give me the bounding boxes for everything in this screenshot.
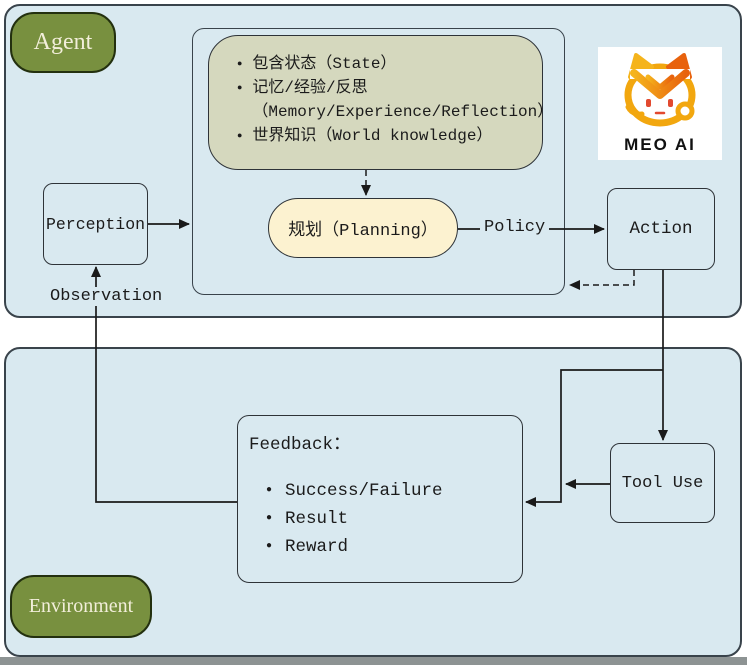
perception-node: Perception — [43, 183, 148, 265]
memory-item-text: 世界知识（World knowledge） — [252, 127, 493, 145]
tool-use-label: Tool Use — [621, 473, 704, 493]
planning-node: 规划（Planning） — [268, 198, 458, 258]
planning-label: 规划（Planning） — [288, 222, 438, 241]
feedback-item: Reward — [244, 533, 512, 561]
memory-item: 记忆/经验/反思（Memory/Experience/Reflection） — [231, 76, 553, 124]
bottom-gray-bar — [0, 657, 747, 665]
feedback-node: Feedback： Success/Failure Result Reward — [237, 415, 523, 583]
environment-badge: Environment — [10, 575, 152, 638]
agent-state-memory-box: 包含状态（State） 记忆/经验/反思（Memory/Experience/R… — [208, 35, 553, 170]
feedback-item-text: Result — [285, 509, 349, 529]
agent-badge-label: Agent — [33, 29, 93, 55]
logo-wordmark: MEO AI — [624, 135, 696, 154]
agent-badge: Agent — [10, 12, 116, 73]
feedback-item: Success/Failure — [244, 477, 512, 505]
memory-item-text: 记忆/经验/反思（Memory/Experience/Reflection） — [252, 79, 554, 121]
memory-item: 包含状态（State） — [231, 52, 528, 76]
feedback-item: Result — [244, 505, 512, 533]
meo-ai-logo: MEO AI — [598, 47, 722, 160]
memory-item: 世界知识（World knowledge） — [231, 124, 528, 148]
feedback-item-text: Reward — [285, 537, 349, 557]
memory-item-text: 包含状态（State） — [252, 55, 397, 73]
observation-edge-label: Observation — [46, 287, 167, 306]
perception-label: Perception — [45, 214, 146, 234]
policy-edge-label: Policy — [480, 218, 550, 237]
cat-face-icon — [624, 53, 696, 127]
environment-badge-label: Environment — [28, 595, 134, 617]
tool-use-node: Tool Use — [610, 443, 715, 523]
feedback-item-text: Success/Failure — [285, 481, 443, 501]
action-node: Action — [607, 188, 715, 270]
action-label: Action — [629, 219, 693, 239]
feedback-title: Feedback： — [249, 435, 351, 455]
